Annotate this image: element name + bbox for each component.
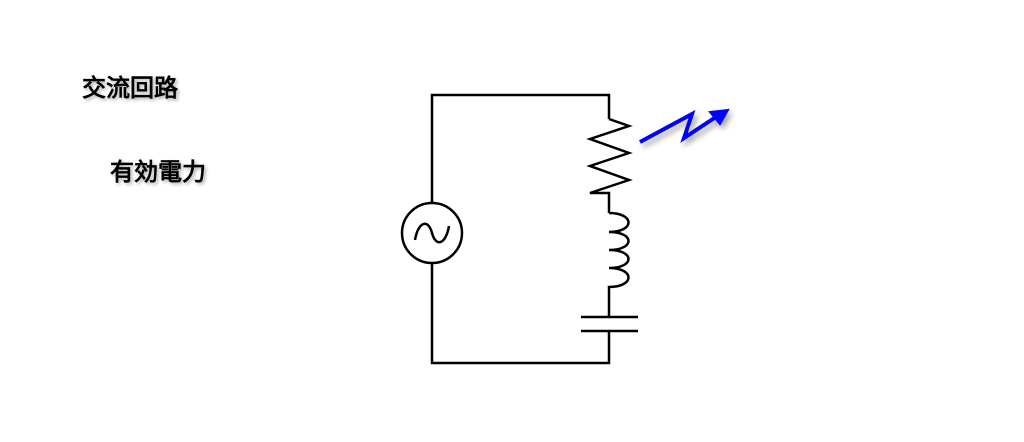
sine-wave-icon — [413, 222, 451, 244]
subtitle: 有効電力 — [110, 158, 206, 186]
ac-source-icon — [400, 201, 464, 265]
resistor-icon — [586, 117, 633, 213]
title: 交流回路 — [82, 74, 178, 102]
wire — [430, 263, 611, 365]
power-arrow-icon — [639, 108, 730, 144]
wire — [430, 93, 611, 203]
inductor-icon — [607, 211, 630, 317]
